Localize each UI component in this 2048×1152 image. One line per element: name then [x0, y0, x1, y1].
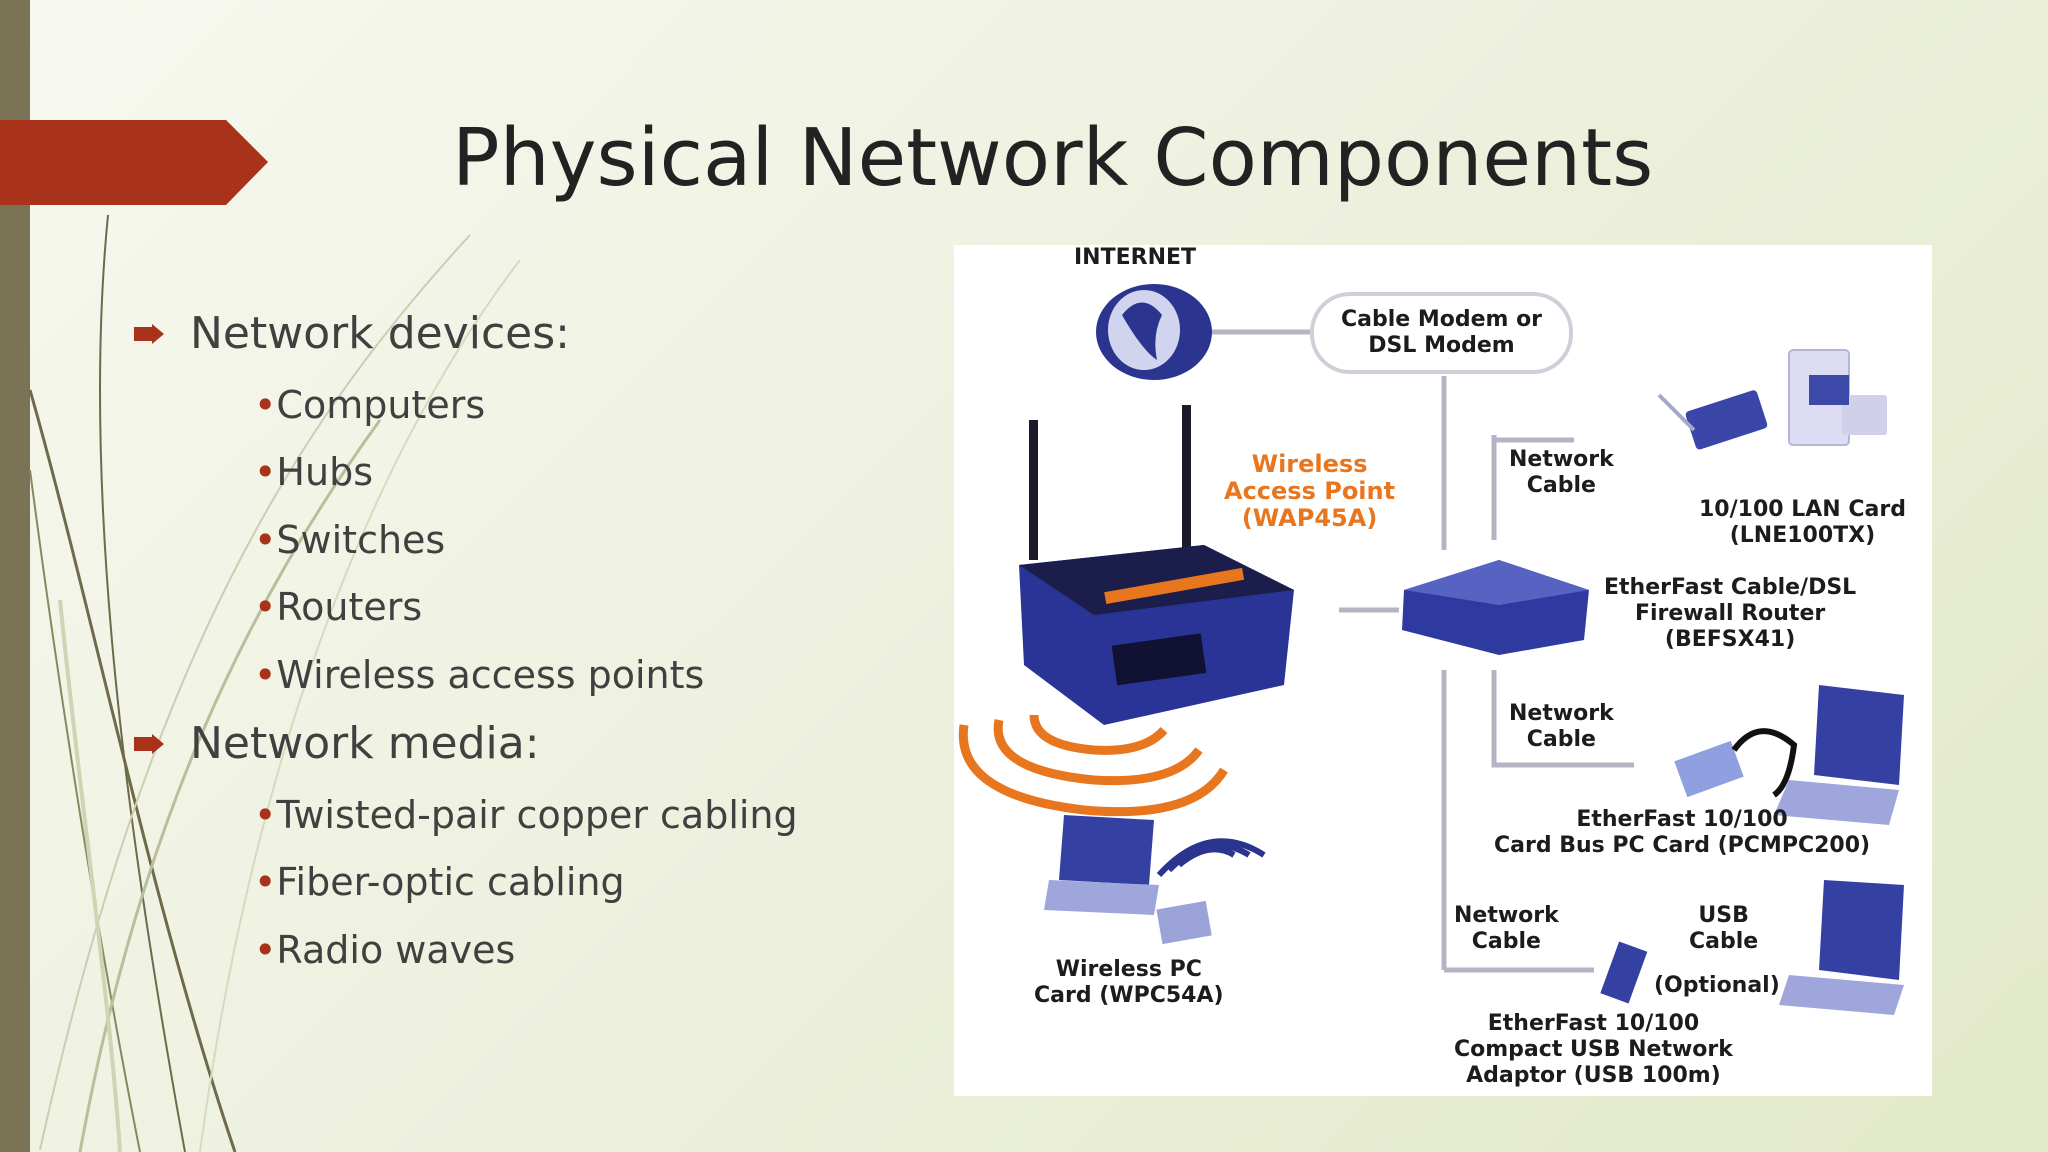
wireless-router-icon [1019, 405, 1294, 725]
sub-bullet-item: •Wireless access points [254, 653, 705, 697]
wireless-pc-card-label: Wireless PC Card (WPC54A) [1034, 957, 1224, 1008]
bullet-heading: Network media: [190, 718, 540, 769]
network-cable-label: Network Cable [1509, 447, 1614, 498]
title-flag-shape [0, 120, 268, 205]
usb-cable-label: USB Cable [1689, 903, 1759, 954]
sub-bullet-item: •Radio waves [254, 928, 516, 972]
slide-title: Physical Network Components [452, 112, 1654, 204]
pc-card-label: EtherFast 10/100 Card Bus PC Card (PCMPC… [1494, 807, 1871, 858]
sub-bullet-item: •Twisted-pair copper cabling [254, 793, 798, 837]
laptop-usb-icon [1600, 880, 1904, 1015]
modem-label: Cable Modem or DSL Modem [1340, 307, 1543, 358]
lan-card-label: 10/100 LAN Card (LNE100TX) [1699, 497, 1906, 548]
wireless-laptop-icon [1044, 815, 1266, 945]
arrow-bullet-icon [134, 733, 164, 754]
sub-bullet-item: •Hubs [254, 450, 373, 494]
router-label: EtherFast Cable/DSL Firewall Router (BEF… [1604, 575, 1857, 652]
sub-bullet-item: •Routers [254, 585, 423, 629]
optional-label: (Optional) [1654, 973, 1780, 998]
lan-card-icon [1657, 390, 1768, 450]
wireless-waves-icon [958, 714, 1228, 817]
bullet-network-media: Network media: [134, 718, 540, 769]
network-cable-label: Network Cable [1509, 701, 1614, 752]
desktop-computer-icon [1788, 349, 1887, 446]
laptop-pccard-icon [1674, 685, 1904, 825]
sub-bullet-item: •Switches [254, 518, 446, 562]
internet-label: INTERNET [1074, 245, 1197, 270]
decorative-curves [28, 214, 520, 1152]
usb-adaptor-label: EtherFast 10/100 Compact USB Network Ada… [1454, 1011, 1733, 1088]
network-diagram-image: INTERNET Cable Modem or DSL Modem Wirele… [954, 245, 1932, 1096]
bullet-network-devices: Network devices: [134, 308, 570, 359]
sub-bullet-item: •Computers [254, 383, 486, 427]
bullet-heading: Network devices: [190, 308, 570, 359]
wap-label: Wireless Access Point (WAP45A) [1224, 450, 1396, 532]
diagram-drawing [958, 284, 1904, 1015]
globe-icon [1096, 284, 1212, 380]
arrow-bullet-icon [134, 323, 164, 344]
sub-bullet-item: •Fiber-optic cabling [254, 860, 625, 904]
cable-router-icon [1402, 560, 1589, 655]
modem-box: Cable Modem or DSL Modem [1310, 292, 1573, 374]
network-cable-label: Network Cable [1454, 903, 1559, 954]
